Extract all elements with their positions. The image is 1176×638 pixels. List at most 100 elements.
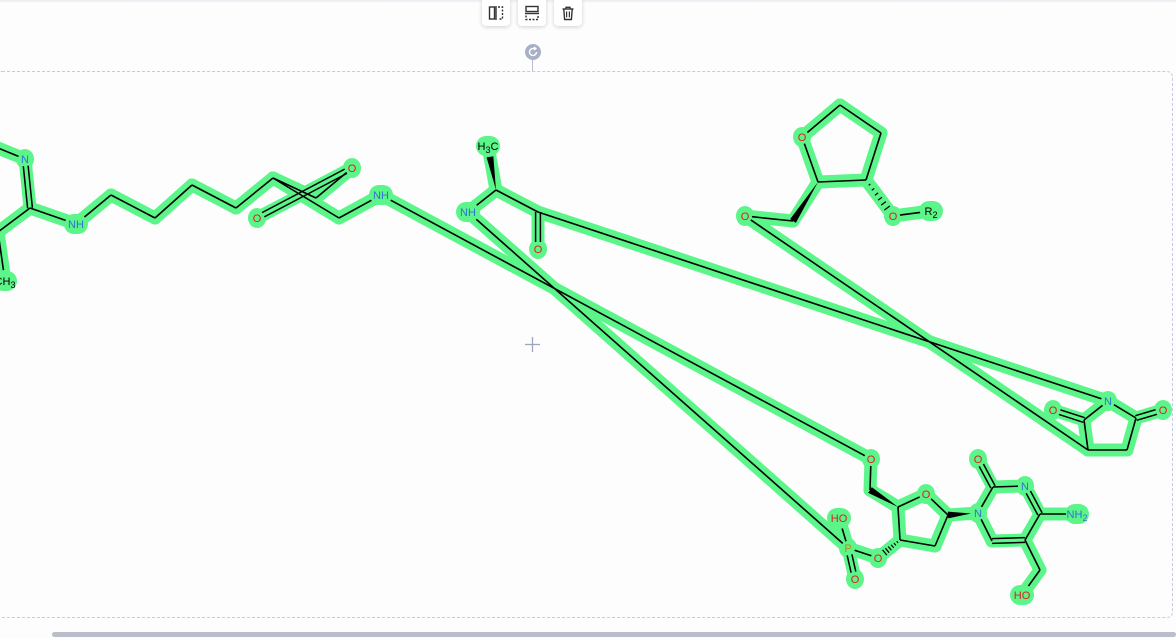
double-bond	[851, 554, 857, 572]
atom-label-n1-pyr: N	[974, 508, 982, 520]
atom-label-char: H	[1074, 509, 1082, 521]
single-bond	[897, 496, 920, 508]
atom-label-o-carbonyl-ala: O	[534, 244, 543, 256]
atom-label-n-succ: N	[1104, 396, 1112, 408]
atom-label-char: N	[1067, 509, 1075, 521]
single-bond	[897, 506, 901, 541]
highlight-atom	[827, 508, 851, 528]
atom-label-char: H	[381, 190, 389, 202]
double-bond	[1136, 413, 1158, 422]
atom-label-char: N	[460, 207, 468, 219]
selection-toolbar	[482, 0, 582, 26]
hashed-bond	[887, 546, 892, 551]
highlight-atom	[869, 548, 887, 568]
single-bond	[930, 498, 949, 516]
atom-label-o-thf-left: O	[741, 211, 750, 223]
canvas-top-edge	[0, 0, 1176, 3]
double-bond	[22, 166, 29, 209]
selection-frame[interactable]	[0, 71, 1173, 618]
single-bond	[475, 218, 844, 544]
highlight-atom	[369, 185, 393, 205]
highlight-atom	[736, 206, 754, 226]
atom-label-char: O	[1049, 405, 1058, 417]
atom-label-char: H	[2, 276, 10, 288]
double-bond	[27, 165, 34, 208]
atom-label-char: O	[974, 454, 983, 466]
atom-label-n3-pyr: N	[1021, 481, 1029, 493]
highlight-atom	[917, 484, 935, 504]
atom-label-o-succ-right: O	[1159, 405, 1168, 417]
atom-label-char: O	[839, 513, 848, 525]
atom-label-layer: NCH3NHOONHH3CNHOOOOR2NOOOOONNNH2HOPOOHO	[0, 132, 1168, 602]
single-bond	[191, 184, 237, 209]
atom-label-char: N	[1104, 396, 1112, 408]
hashed-bond	[871, 187, 875, 191]
atom-label-char: C	[491, 141, 499, 153]
atom-label-nh-chain1: NH	[68, 219, 84, 231]
hashed-bond	[868, 183, 871, 186]
single-bond	[803, 143, 819, 183]
delete-button[interactable]	[554, 0, 582, 26]
flip-vertical-icon	[525, 5, 539, 21]
double-bond	[991, 536, 1025, 540]
hashed-bond	[884, 547, 890, 554]
atom-label-n-ring-top: N	[21, 154, 29, 166]
wedge-bond	[790, 182, 818, 223]
atom-label-char: 3	[10, 280, 15, 290]
atom-label-char: O	[1022, 590, 1031, 602]
single-bond	[338, 199, 372, 219]
double-bond	[992, 541, 1026, 545]
atom-label-h3c-ala: H3C	[478, 141, 499, 155]
single-bond	[476, 189, 497, 206]
flip-vertical-button[interactable]	[518, 0, 546, 26]
single-bond	[1024, 513, 1041, 541]
single-bond	[839, 104, 882, 134]
single-bond	[750, 219, 1089, 451]
atom-label-char: O	[253, 213, 262, 225]
single-bond	[869, 465, 872, 491]
rotate-handle-stem	[532, 60, 533, 71]
hashed-bond	[880, 201, 887, 206]
atom-label-char: 2	[1082, 513, 1087, 523]
flip-horizontal-button[interactable]	[482, 0, 510, 26]
single-bond	[806, 104, 841, 134]
highlight-atom	[1016, 476, 1034, 496]
rotate-handle[interactable]	[525, 44, 541, 60]
double-bond	[1029, 490, 1043, 514]
single-bond	[29, 207, 66, 222]
single-bond	[110, 194, 156, 219]
atom-label-char: O	[348, 163, 357, 175]
atom-label-o-c2-pyr: O	[974, 454, 983, 466]
atom-label-char: O	[874, 553, 883, 565]
highlight-atom	[529, 239, 547, 259]
single-bond	[1024, 539, 1041, 571]
hashed-bond	[883, 205, 891, 211]
atom-label-char: C	[0, 276, 3, 288]
single-bond	[1027, 569, 1041, 587]
wedge-bond	[868, 487, 898, 507]
highlight-atom	[456, 202, 480, 222]
atom-label-o-ester-left: O	[253, 213, 262, 225]
hashed-bond	[874, 192, 879, 196]
atom-label-char: O	[851, 574, 860, 586]
highlight-atom	[862, 449, 880, 469]
highlight-atom	[969, 449, 987, 469]
atom-label-char: N	[974, 508, 982, 520]
single-bond	[390, 199, 866, 457]
single-bond	[841, 528, 847, 542]
atom-label-p: P	[844, 543, 851, 555]
rotate-icon	[528, 46, 538, 57]
horizontal-scrollbar-thumb[interactable]	[52, 632, 1176, 637]
highlight-atom	[1010, 585, 1034, 605]
double-bond	[1058, 413, 1084, 423]
hashed-bond	[890, 544, 895, 549]
bond-layer	[0, 104, 1158, 587]
highlight-atom	[846, 569, 864, 589]
single-bond	[899, 539, 936, 547]
trash-icon	[562, 6, 574, 21]
atom-label-char: N	[1021, 481, 1029, 493]
atom-label-o-5prime: O	[867, 454, 876, 466]
highlight-atom	[0, 271, 17, 291]
double-bond	[1025, 492, 1039, 516]
